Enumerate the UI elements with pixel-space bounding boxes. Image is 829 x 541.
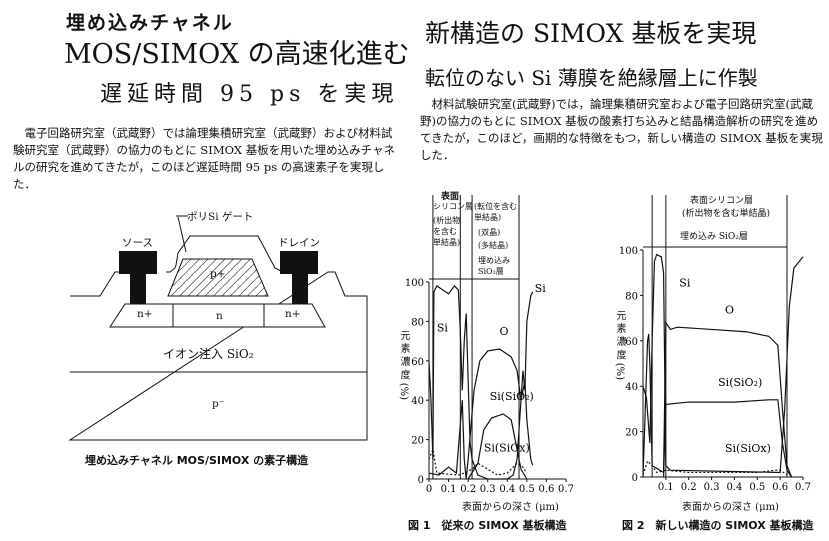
y-tick-label: 100 bbox=[405, 278, 424, 289]
y-tick-label: 20 bbox=[625, 428, 638, 439]
n-plus-right-label: n+ bbox=[285, 308, 301, 320]
series-label: Si bbox=[535, 282, 547, 295]
x-tick-label: 0.1 bbox=[441, 484, 457, 495]
y-tick-label: 0 bbox=[418, 475, 424, 486]
y-tick-label: 20 bbox=[411, 436, 424, 447]
fig1-annot-precip: (析出物を含む単結晶) bbox=[433, 216, 461, 247]
left-kicker: 埋め込みチャネル bbox=[66, 12, 234, 34]
series-label: O bbox=[500, 325, 509, 338]
right-headline: 新構造の SIMOX 基板を実現 bbox=[425, 19, 757, 48]
left-body: 電子回路研究室（武蔵野）では論理集積研究室（武蔵野）および材料試験研究室（武蔵野… bbox=[13, 126, 396, 191]
fig1-annot-disloc: (転位を含む単結晶) bbox=[474, 202, 518, 222]
y-tick-label: 80 bbox=[411, 317, 424, 328]
series-label: Si(SiOx) bbox=[725, 442, 771, 455]
right-body: 材料試験研究室(武蔵野)では，論理集積研究室および電子回路研究室(武蔵野)の協力… bbox=[420, 97, 823, 162]
series-label: Si(SiOx) bbox=[484, 441, 530, 454]
fig2-xlabel: 表面からの深さ (μm) bbox=[682, 502, 779, 513]
fig1-annot-twin: (双晶) bbox=[478, 228, 501, 237]
left-headline: MOS/SIMOX の高速化進む bbox=[64, 39, 410, 70]
x-tick-label: 0.5 bbox=[749, 482, 765, 493]
fig2-annot-precip: (析出物を含む単結晶) bbox=[682, 209, 771, 219]
source-label: ソース bbox=[122, 237, 153, 249]
y-tick-label: 60 bbox=[625, 337, 638, 348]
x-tick-label: 0.6 bbox=[538, 484, 554, 495]
series-label: O bbox=[725, 304, 734, 317]
fig1-annot-surface: 表面 bbox=[441, 192, 460, 202]
series-label: Si(SiO₂) bbox=[718, 376, 762, 389]
series-si-line bbox=[428, 285, 534, 480]
x-tick-label: 0.3 bbox=[480, 484, 496, 495]
fig2-caption: 図 2 新しい構造の SIMOX 基板構造 bbox=[622, 519, 814, 532]
y-tick-label: 100 bbox=[619, 246, 638, 257]
y-tick-label: 40 bbox=[411, 396, 424, 407]
x-tick-label: 0.6 bbox=[772, 482, 788, 493]
x-tick-label: 0.7 bbox=[795, 482, 811, 493]
gate-label: ポリSi ゲート bbox=[187, 211, 254, 223]
fig1-caption: 図 1 従来の SIMOX 基板構造 bbox=[408, 519, 567, 532]
y-tick-label: 60 bbox=[411, 357, 424, 368]
right-subheadline: 転位のない Si 薄膜を絶縁層上に作製 bbox=[425, 66, 758, 90]
series-o-line bbox=[642, 320, 793, 478]
x-tick-label: 0 bbox=[426, 484, 432, 495]
x-tick-label: 0.2 bbox=[460, 484, 476, 495]
x-tick-label: 0.4 bbox=[499, 484, 515, 495]
y-tick-label: 40 bbox=[625, 382, 638, 393]
diagram-caption: 埋め込みチャネル MOS/SIMOX の素子構造 bbox=[85, 454, 309, 467]
fig2-annot-box: 埋め込み SiO₂層 bbox=[680, 232, 748, 242]
fig2-ylabel: 元 素 濃 度 (%) bbox=[614, 310, 625, 381]
x-tick-label: 0.1 bbox=[658, 482, 674, 493]
x-tick-label: 0.4 bbox=[726, 482, 742, 493]
fig2-annot-si-layer: 表面シリコン層 bbox=[690, 196, 754, 206]
x-tick-label: 0.2 bbox=[681, 482, 697, 493]
series-sisiox-line bbox=[642, 460, 788, 476]
oxide-label: イオン注入 SiO₂ bbox=[163, 347, 254, 361]
substrate-label: p⁻ bbox=[212, 398, 225, 410]
y-tick-label: 0 bbox=[632, 473, 638, 484]
x-tick-label: 0.5 bbox=[519, 484, 535, 495]
series-sisio-line bbox=[662, 399, 793, 478]
left-subheadline: 遅延時間 95 ps を実現 bbox=[100, 82, 399, 107]
x-tick-label: 0.3 bbox=[704, 482, 720, 493]
drain-label: ドレイン bbox=[278, 237, 320, 249]
y-tick-label: 80 bbox=[625, 291, 638, 302]
series-label: Si(SiO₂) bbox=[490, 390, 534, 403]
fig1-annot-si-layer: シリコン層 bbox=[433, 202, 473, 211]
n-label: n bbox=[216, 310, 223, 322]
series-label: Si bbox=[679, 276, 691, 289]
fig1-xlabel: 表面からの深さ (μm) bbox=[462, 502, 559, 513]
n-plus-left-label: n+ bbox=[137, 308, 153, 320]
series-sisio-line bbox=[467, 413, 528, 480]
series-label: Si bbox=[437, 321, 449, 334]
x-tick-label: 0.7 bbox=[558, 484, 574, 495]
series-o-line bbox=[428, 348, 534, 480]
fig1-ylabel: 元 素 濃 度 (%) bbox=[398, 330, 409, 401]
fig1-annot-poly: (多結晶) bbox=[478, 241, 509, 250]
p-plus-label: p+ bbox=[210, 268, 226, 280]
fig1-annot-box: 埋め込み SiO₂層 bbox=[478, 256, 510, 276]
